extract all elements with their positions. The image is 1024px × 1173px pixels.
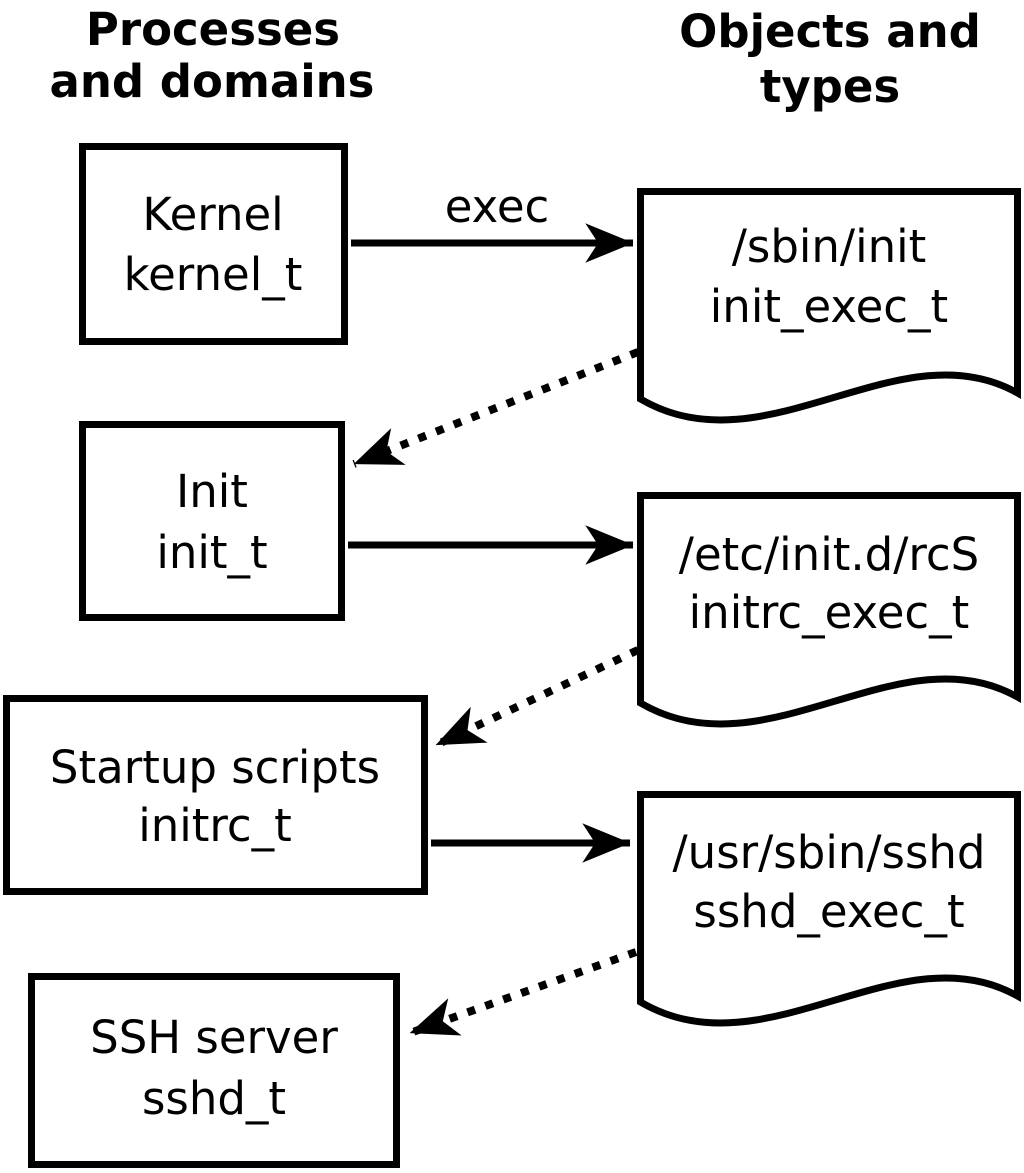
process-box-ssh-server bbox=[28, 973, 400, 1168]
transition-arrow-rcS-to-initrc bbox=[434, 646, 640, 749]
process-name-kernel: Kernel bbox=[142, 188, 283, 241]
process-type-startup-scripts: initrc_t bbox=[138, 799, 292, 852]
object-path-etc-initd-rcS: /etc/init.d/rcS bbox=[679, 528, 979, 581]
object-type-sbin-init: init_exec_t bbox=[710, 280, 948, 333]
process-node-startup-scripts: Startup scripts initrc_t bbox=[3, 695, 428, 895]
object-node-usr-sbin-sshd: /usr/sbin/sshd sshd_exec_t bbox=[637, 791, 1021, 1027]
transition-arrow-sshd-exec-to-sshd bbox=[408, 948, 638, 1037]
header-processes-line1: Processes bbox=[86, 3, 340, 56]
process-type-kernel: kernel_t bbox=[124, 248, 303, 301]
object-node-etc-initd-rcS: /etc/init.d/rcS initrc_exec_t bbox=[637, 492, 1021, 728]
process-box-kernel bbox=[79, 143, 348, 345]
exec-arrow-label: exec bbox=[445, 180, 550, 233]
column-header-objects: Objects and types bbox=[679, 5, 981, 113]
process-box-init bbox=[79, 421, 345, 621]
process-name-startup-scripts: Startup scripts bbox=[50, 741, 380, 794]
process-type-ssh-server: sshd_t bbox=[142, 1072, 286, 1125]
process-type-init: init_t bbox=[156, 526, 267, 579]
header-objects-line1: Objects and bbox=[679, 5, 981, 58]
document-shape-sbin-init bbox=[637, 188, 1021, 424]
object-type-etc-initd-rcS: initrc_exec_t bbox=[689, 586, 970, 639]
object-type-usr-sbin-sshd: sshd_exec_t bbox=[693, 885, 964, 938]
process-node-ssh-server: SSH server sshd_t bbox=[28, 973, 400, 1168]
object-path-usr-sbin-sshd: /usr/sbin/sshd bbox=[673, 826, 986, 879]
header-processes-line2: and domains bbox=[50, 55, 375, 108]
object-path-sbin-init: /sbin/init bbox=[732, 220, 927, 273]
document-shape-usr-sbin-sshd bbox=[637, 791, 1021, 1027]
process-name-init: Init bbox=[176, 465, 248, 518]
column-header-processes: Processes and domains bbox=[50, 3, 375, 108]
header-objects-line2: types bbox=[760, 60, 900, 113]
transition-arrow-sbin-init-to-init bbox=[352, 348, 640, 468]
document-shape-etc-initd-rcS bbox=[637, 492, 1021, 728]
process-box-startup-scripts bbox=[3, 695, 428, 895]
process-node-kernel: Kernel kernel_t bbox=[79, 143, 348, 345]
process-node-init: Init init_t bbox=[79, 421, 345, 621]
process-name-ssh-server: SSH server bbox=[90, 1011, 338, 1064]
object-node-sbin-init: /sbin/init init_exec_t bbox=[637, 188, 1021, 424]
